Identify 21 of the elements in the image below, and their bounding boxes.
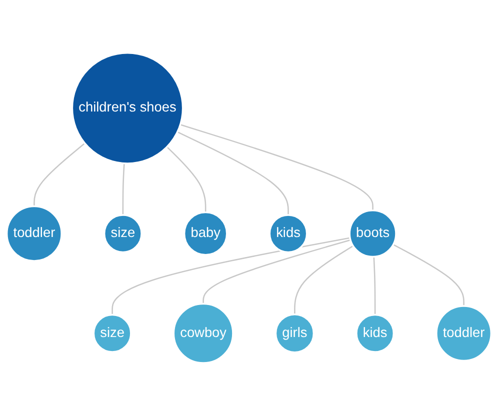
connector <box>392 244 464 306</box>
connector <box>166 146 206 212</box>
node-circle: girls <box>274 313 315 353</box>
node-circle: kids <box>268 214 308 253</box>
node-circle: toddler <box>6 204 62 262</box>
node-circle: cowboy <box>172 302 234 364</box>
node-circle: size <box>92 314 132 352</box>
connector <box>373 256 376 314</box>
connector <box>122 162 125 215</box>
node-circle: toddler <box>436 304 492 362</box>
node-circle: size <box>104 214 142 253</box>
connector <box>112 236 350 314</box>
node-circle: children's shoes <box>71 52 184 164</box>
connector <box>180 124 374 210</box>
connector <box>177 130 289 215</box>
connector <box>34 142 86 206</box>
node-circle: baby <box>183 211 228 256</box>
node-circle: boots <box>348 209 397 258</box>
connector <box>202 238 351 304</box>
connector <box>294 244 354 314</box>
node-circle: kids <box>356 314 394 352</box>
